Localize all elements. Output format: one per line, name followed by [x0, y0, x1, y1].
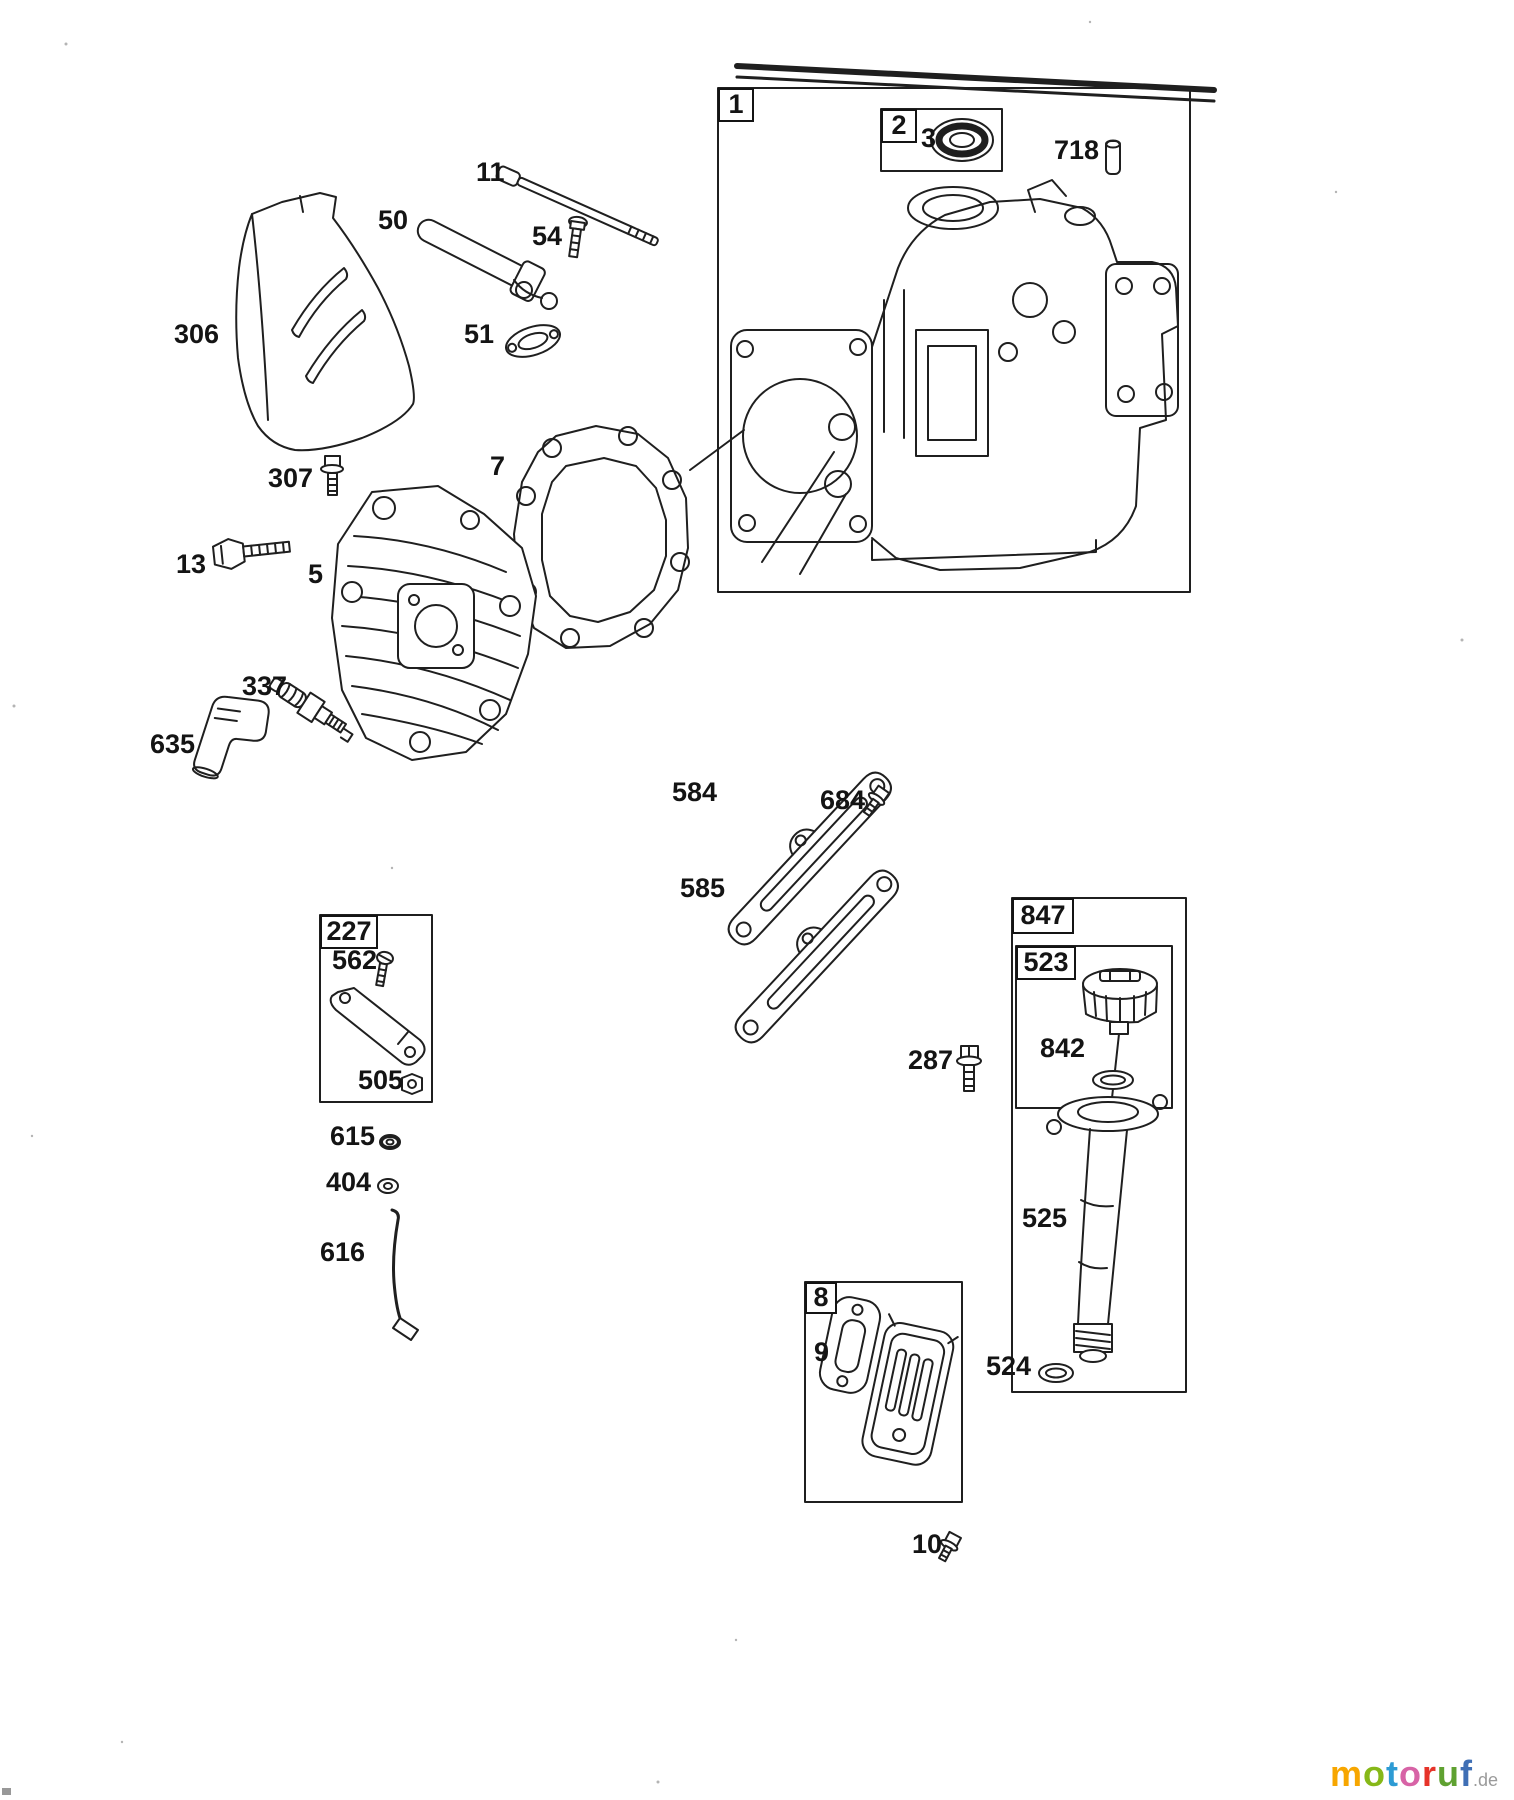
- logo-letter: u: [1436, 1753, 1460, 1794]
- oil-cap-drawing: [1082, 968, 1158, 1099]
- bolt-13-drawing: [211, 538, 291, 570]
- part-label-2: 2: [881, 109, 917, 143]
- part-label-524: 524: [986, 1351, 1032, 1381]
- gasket-585-drawing: [720, 855, 905, 1049]
- part-label-584: 584: [672, 777, 718, 807]
- oil-tube-drawing: [1046, 1094, 1168, 1363]
- part-label-684: 684: [820, 785, 866, 815]
- part-label-287: 287: [908, 1045, 954, 1075]
- motoruf-logo: motoruf.de: [1330, 1756, 1498, 1792]
- logo-letter: o: [1362, 1753, 1386, 1794]
- motoruf-logo-text: motoruf: [1330, 1753, 1473, 1794]
- part-label-718: 718: [1054, 135, 1100, 165]
- link-rod-drawing: [390, 1208, 419, 1341]
- part-label-8: 8: [805, 1282, 837, 1314]
- assembly-frames: [319, 87, 1191, 1503]
- part-label-1: 1: [718, 88, 754, 122]
- part-label-307: 307: [268, 463, 314, 493]
- rod-11-drawing: [495, 165, 659, 247]
- plug-boot-drawing: [191, 695, 270, 780]
- cylinder-head-drawing: [331, 485, 537, 761]
- part-label-337: 337: [242, 671, 288, 701]
- part-label-616: 616: [320, 1237, 366, 1267]
- logo-letter: o: [1398, 1753, 1422, 1794]
- part-label-50: 50: [378, 205, 409, 235]
- logo-letter: r: [1421, 1753, 1437, 1794]
- part-label-842: 842: [1040, 1033, 1086, 1063]
- gasket-51-drawing: [505, 324, 561, 358]
- part-label-635: 635: [150, 729, 196, 759]
- part-label-505: 505: [358, 1065, 404, 1095]
- heat-shield-drawing: [235, 192, 415, 452]
- logo-letter: f: [1459, 1753, 1473, 1794]
- washer-615-drawing: [379, 1134, 401, 1150]
- part-label-54: 54: [532, 221, 563, 251]
- screw-684-drawing: [862, 784, 891, 817]
- part-label-404: 404: [326, 1167, 372, 1197]
- part-label-13: 13: [176, 549, 207, 579]
- bolt-287-drawing: [956, 1045, 982, 1092]
- part-label-562: 562: [332, 945, 378, 975]
- part-label-523: 523: [1016, 946, 1076, 980]
- screw-10-drawing: [938, 1530, 962, 1563]
- o-ring-842-drawing: [1092, 1070, 1134, 1090]
- part-label-9: 9: [814, 1337, 830, 1367]
- screw-562-drawing: [375, 950, 394, 988]
- part-label-615: 615: [330, 1121, 376, 1151]
- top-rule: [734, 63, 1217, 103]
- part-label-3: 3: [921, 123, 937, 153]
- motoruf-logo-suffix: .de: [1472, 1770, 1498, 1790]
- part-label-227: 227: [320, 915, 378, 949]
- spark-plug-drawing: [268, 677, 354, 743]
- tube-50-drawing: [416, 218, 558, 310]
- part-label-5: 5: [308, 559, 324, 589]
- part-label-51: 51: [464, 319, 495, 349]
- bolt-307-drawing: [320, 455, 344, 496]
- logo-letter: t: [1385, 1753, 1399, 1794]
- o-ring-524-drawing: [1038, 1363, 1074, 1383]
- part-label-306: 306: [174, 319, 220, 349]
- part-label-847: 847: [1012, 898, 1074, 934]
- governor-lever-drawing: [329, 987, 426, 1066]
- muffler-gasket-drawing: [818, 1296, 882, 1394]
- nut-505-drawing: [401, 1073, 423, 1095]
- part-label-585: 585: [680, 873, 726, 903]
- crankcase-drawing: [689, 179, 1179, 575]
- muffler-drawing: [861, 1313, 959, 1466]
- oil-seal-drawing: [930, 118, 994, 162]
- head-gasket-drawing: [513, 425, 690, 649]
- logo-letter: m: [1329, 1753, 1363, 1794]
- part-label-11: 11: [476, 157, 505, 187]
- scan-specks: [2, 20, 1464, 1795]
- part-label-10: 10: [912, 1529, 943, 1559]
- part-label-525: 525: [1022, 1203, 1068, 1233]
- pin-718-drawing: [1105, 139, 1121, 175]
- screw-54-drawing: [568, 215, 588, 259]
- washer-404-drawing: [377, 1178, 399, 1194]
- part-label-7: 7: [490, 451, 506, 481]
